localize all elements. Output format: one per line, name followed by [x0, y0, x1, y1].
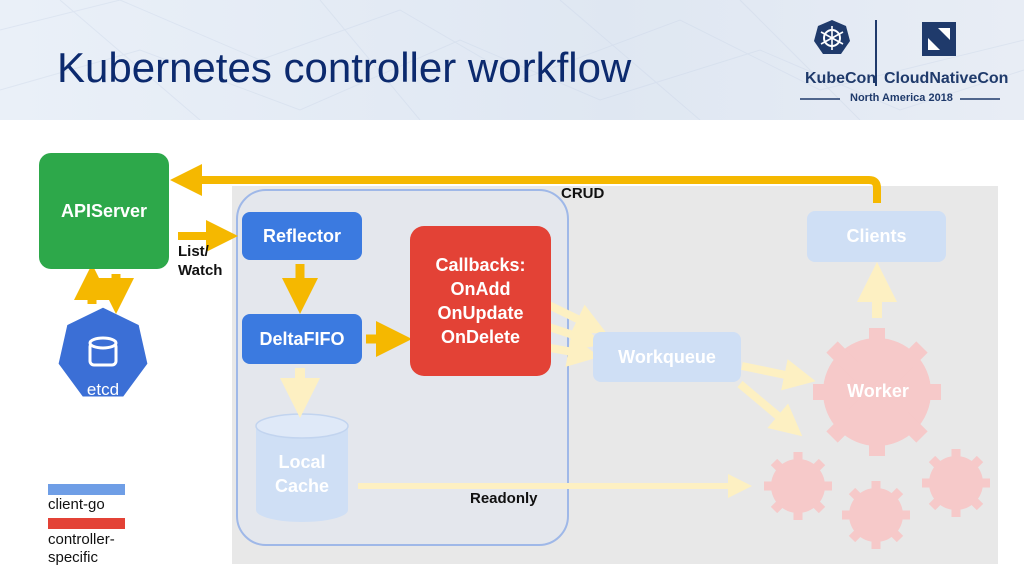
legend-swatch-client-go — [48, 484, 125, 495]
legend-swatch-controller-specific — [48, 518, 125, 529]
callback-onadd: OnAdd — [450, 279, 511, 299]
legend-label-controller-specific: controller- specific — [48, 531, 115, 566]
local-cache-label-line: Local — [278, 452, 326, 472]
readonly-label: Readonly — [470, 490, 538, 507]
clients-node: Clients — [807, 211, 946, 262]
crud-label: CRUD — [561, 185, 605, 202]
callbacks-node: Callbacks: OnAdd OnUpdate OnDelete — [410, 226, 551, 376]
page-title: Kubernetes controller workflow — [57, 44, 632, 91]
workqueue-node: Workqueue — [593, 332, 741, 382]
apiserver-node: APIServer — [39, 153, 169, 269]
etcd-label: etcd — [86, 380, 120, 399]
workqueue-to-worker-arrow — [741, 359, 816, 391]
local-cache-label: Local Cache — [256, 450, 348, 498]
list-watch-label: List/ Watch — [178, 243, 223, 279]
cncf-logo-icon — [922, 22, 956, 56]
kubecon-logo-text: KubeCon — [805, 70, 877, 87]
callbacks-title: Callbacks: — [435, 255, 526, 275]
header-background-pattern — [0, 0, 1024, 120]
kubecon-cloudnativecon-logo — [800, 20, 1000, 100]
slide-header: Kubernetes controller workflow KubeCon C… — [0, 0, 1024, 120]
event-name: North America 2018 — [850, 92, 953, 104]
worker-label: Worker — [847, 381, 909, 401]
deltafifo-node: DeltaFIFO — [242, 314, 362, 364]
legend-label-client-go: client-go — [48, 496, 105, 513]
callback-onupdate: OnUpdate — [437, 303, 524, 323]
etcd-icon — [55, 304, 151, 400]
workqueue-to-workers-arrow — [737, 380, 803, 437]
gear-icon — [764, 452, 832, 520]
gear-icon — [922, 449, 990, 517]
cloudnativecon-logo-text: CloudNativeCon — [884, 70, 1009, 87]
reflector-node: Reflector — [242, 212, 362, 260]
worker-gear-icon — [813, 328, 941, 456]
local-cache-label-line: Cache — [274, 476, 330, 496]
crud-arrow — [170, 164, 881, 203]
local-cache-cylinder-icon — [255, 413, 349, 522]
gear-icon — [842, 481, 910, 549]
callback-ondelete: OnDelete — [440, 327, 520, 347]
